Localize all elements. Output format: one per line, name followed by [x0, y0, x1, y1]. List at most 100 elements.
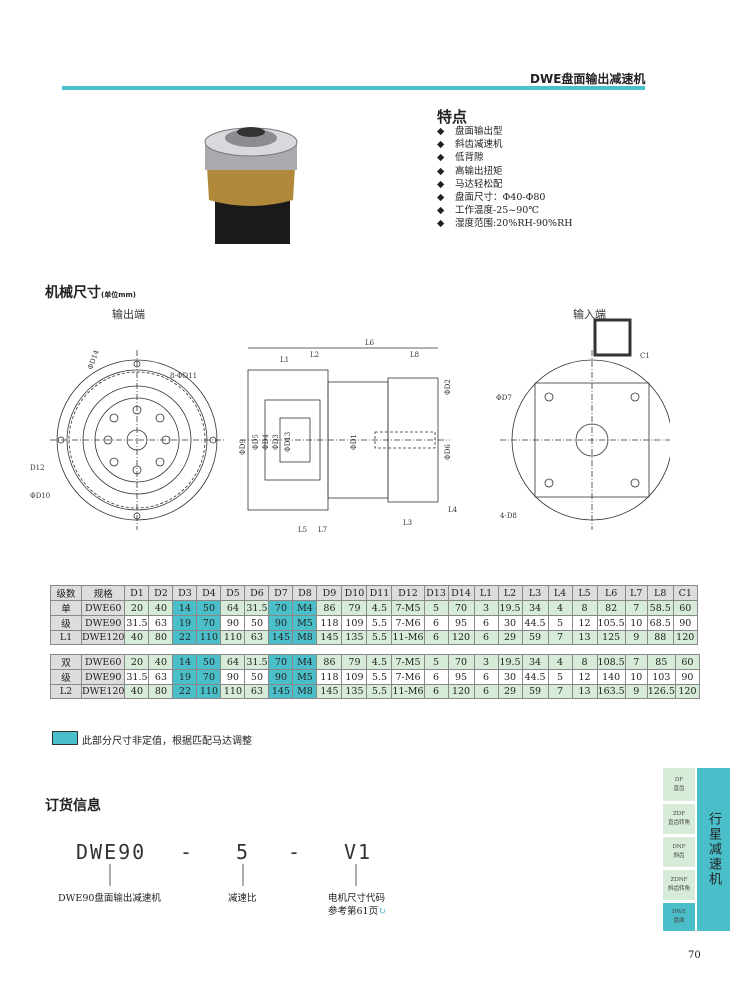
table-cell: 109 [341, 615, 368, 631]
table-cell: M5 [292, 669, 318, 685]
table-cell: 7-M6 [391, 615, 425, 631]
stage-cell: L1 [50, 630, 82, 645]
table-cell: 79 [341, 600, 368, 616]
column-header: D10 [341, 585, 368, 601]
table-cell: 58.5 [646, 600, 674, 616]
svg-text:ΦD5: ΦD5 [252, 434, 260, 450]
table-cell: 9 [624, 684, 648, 699]
table-cell: 14 [172, 654, 198, 670]
table-cell: DWE120 [80, 630, 126, 645]
stage-cell: 级 [50, 669, 82, 685]
table-cell: 50 [244, 615, 270, 631]
table-cell: 80 [148, 630, 174, 645]
table-cell: 9 [624, 630, 648, 645]
table-cell: 50 [244, 669, 270, 685]
table-cell: 44.5 [521, 615, 549, 631]
table-cell: 50 [196, 654, 222, 670]
table-cell: 4 [547, 654, 573, 670]
table-cell: 14 [172, 600, 198, 616]
table-cell: 6 [423, 630, 449, 645]
table-cell: 59 [521, 630, 549, 645]
table-cell: 110 [220, 684, 246, 699]
order-info-title: 订货信息 [45, 798, 101, 814]
table-cell: 11-M6 [391, 630, 425, 645]
motor-reference[interactable]: 参考第61页↻ [328, 906, 387, 917]
table-cell: 5 [423, 600, 449, 616]
table-cell: 6 [423, 684, 449, 699]
table-cell: 82 [596, 600, 626, 616]
column-header: C1 [672, 585, 698, 601]
table-cell: 103 [646, 669, 676, 685]
table-cell: 135 [341, 630, 368, 645]
svg-text:ΦD14: ΦD14 [86, 348, 101, 370]
table-cell: M8 [292, 684, 318, 699]
svg-text:L1: L1 [280, 356, 289, 364]
svg-text:C1: C1 [640, 352, 650, 360]
feature-item: ◆湿度范围:20%RH-90%RH [437, 218, 573, 230]
model-caption: DWE90盘面输出减速机 [58, 893, 161, 904]
table-cell: 4.5 [366, 654, 393, 670]
svg-text:ΦD6: ΦD6 [444, 444, 452, 460]
svg-text:D12: D12 [30, 464, 45, 472]
column-header: D14 [447, 585, 475, 601]
table-cell: 34 [521, 600, 549, 616]
order-ratio-code: 5 [236, 840, 251, 864]
table-cell: 109 [341, 669, 368, 685]
table-cell: 90 [220, 669, 246, 685]
side-section-view: L6 L1 L2 L8 L3 L4 L5 L7 ΦD9 ΦD5 ΦD4 ΦD3 … [239, 339, 458, 534]
feature-item: ◆工作温度-25~90℃ [437, 205, 539, 217]
column-header: L1 [473, 585, 499, 601]
feature-item: ◆盘面输出型 [437, 126, 503, 137]
table-cell: 70 [196, 615, 222, 631]
output-end-view: 8-ΦD11 D12 ΦD10 ΦD14 [30, 348, 225, 530]
column-header: L7 [624, 585, 648, 601]
table-cell: 120 [672, 630, 698, 645]
column-header: D4 [196, 585, 222, 601]
table-cell: 59 [521, 684, 549, 699]
output-bore [237, 127, 265, 137]
table-cell: 10 [624, 615, 648, 631]
table-cell: 7 [624, 600, 648, 616]
table-cell: 40 [148, 600, 174, 616]
ratio-caption: 减速比 [228, 893, 257, 904]
table-cell: 6 [473, 684, 499, 699]
column-header: D9 [316, 585, 343, 601]
svg-text:ΦD7: ΦD7 [496, 394, 512, 402]
table-cell: 13 [571, 684, 598, 699]
table-cell: DWE60 [80, 654, 126, 670]
page-number: 70 [688, 950, 701, 961]
column-header: L2 [497, 585, 523, 601]
table-cell: 145 [268, 684, 294, 699]
table-cell: 6 [423, 615, 449, 631]
table-cell: 7 [624, 654, 648, 670]
table-cell: 19 [172, 615, 198, 631]
table-cell: 95 [447, 669, 475, 685]
table-cell: 4.5 [366, 600, 393, 616]
svg-text:ΦD4: ΦD4 [262, 434, 270, 450]
table-cell: M5 [292, 615, 318, 631]
table-cell: 7 [547, 684, 573, 699]
table-cell: DWE60 [80, 600, 126, 616]
page-header-title: DWE盘面输出减速机 [530, 72, 646, 86]
svg-text:L5: L5 [298, 526, 307, 534]
stage-cell: L2 [50, 684, 82, 699]
svg-text:L7: L7 [318, 526, 327, 534]
table-cell: 120 [447, 684, 475, 699]
table-cell: M8 [292, 630, 318, 645]
table-cell: 40 [124, 684, 150, 699]
svg-text:ΦD9: ΦD9 [239, 439, 247, 455]
table-cell: 7-M6 [391, 669, 425, 685]
table-cell: 85 [646, 654, 676, 670]
table-cell: 90 [268, 669, 294, 685]
table-cell: 10 [624, 669, 648, 685]
table-cell: 3 [473, 600, 499, 616]
svg-text:L2: L2 [310, 351, 319, 359]
